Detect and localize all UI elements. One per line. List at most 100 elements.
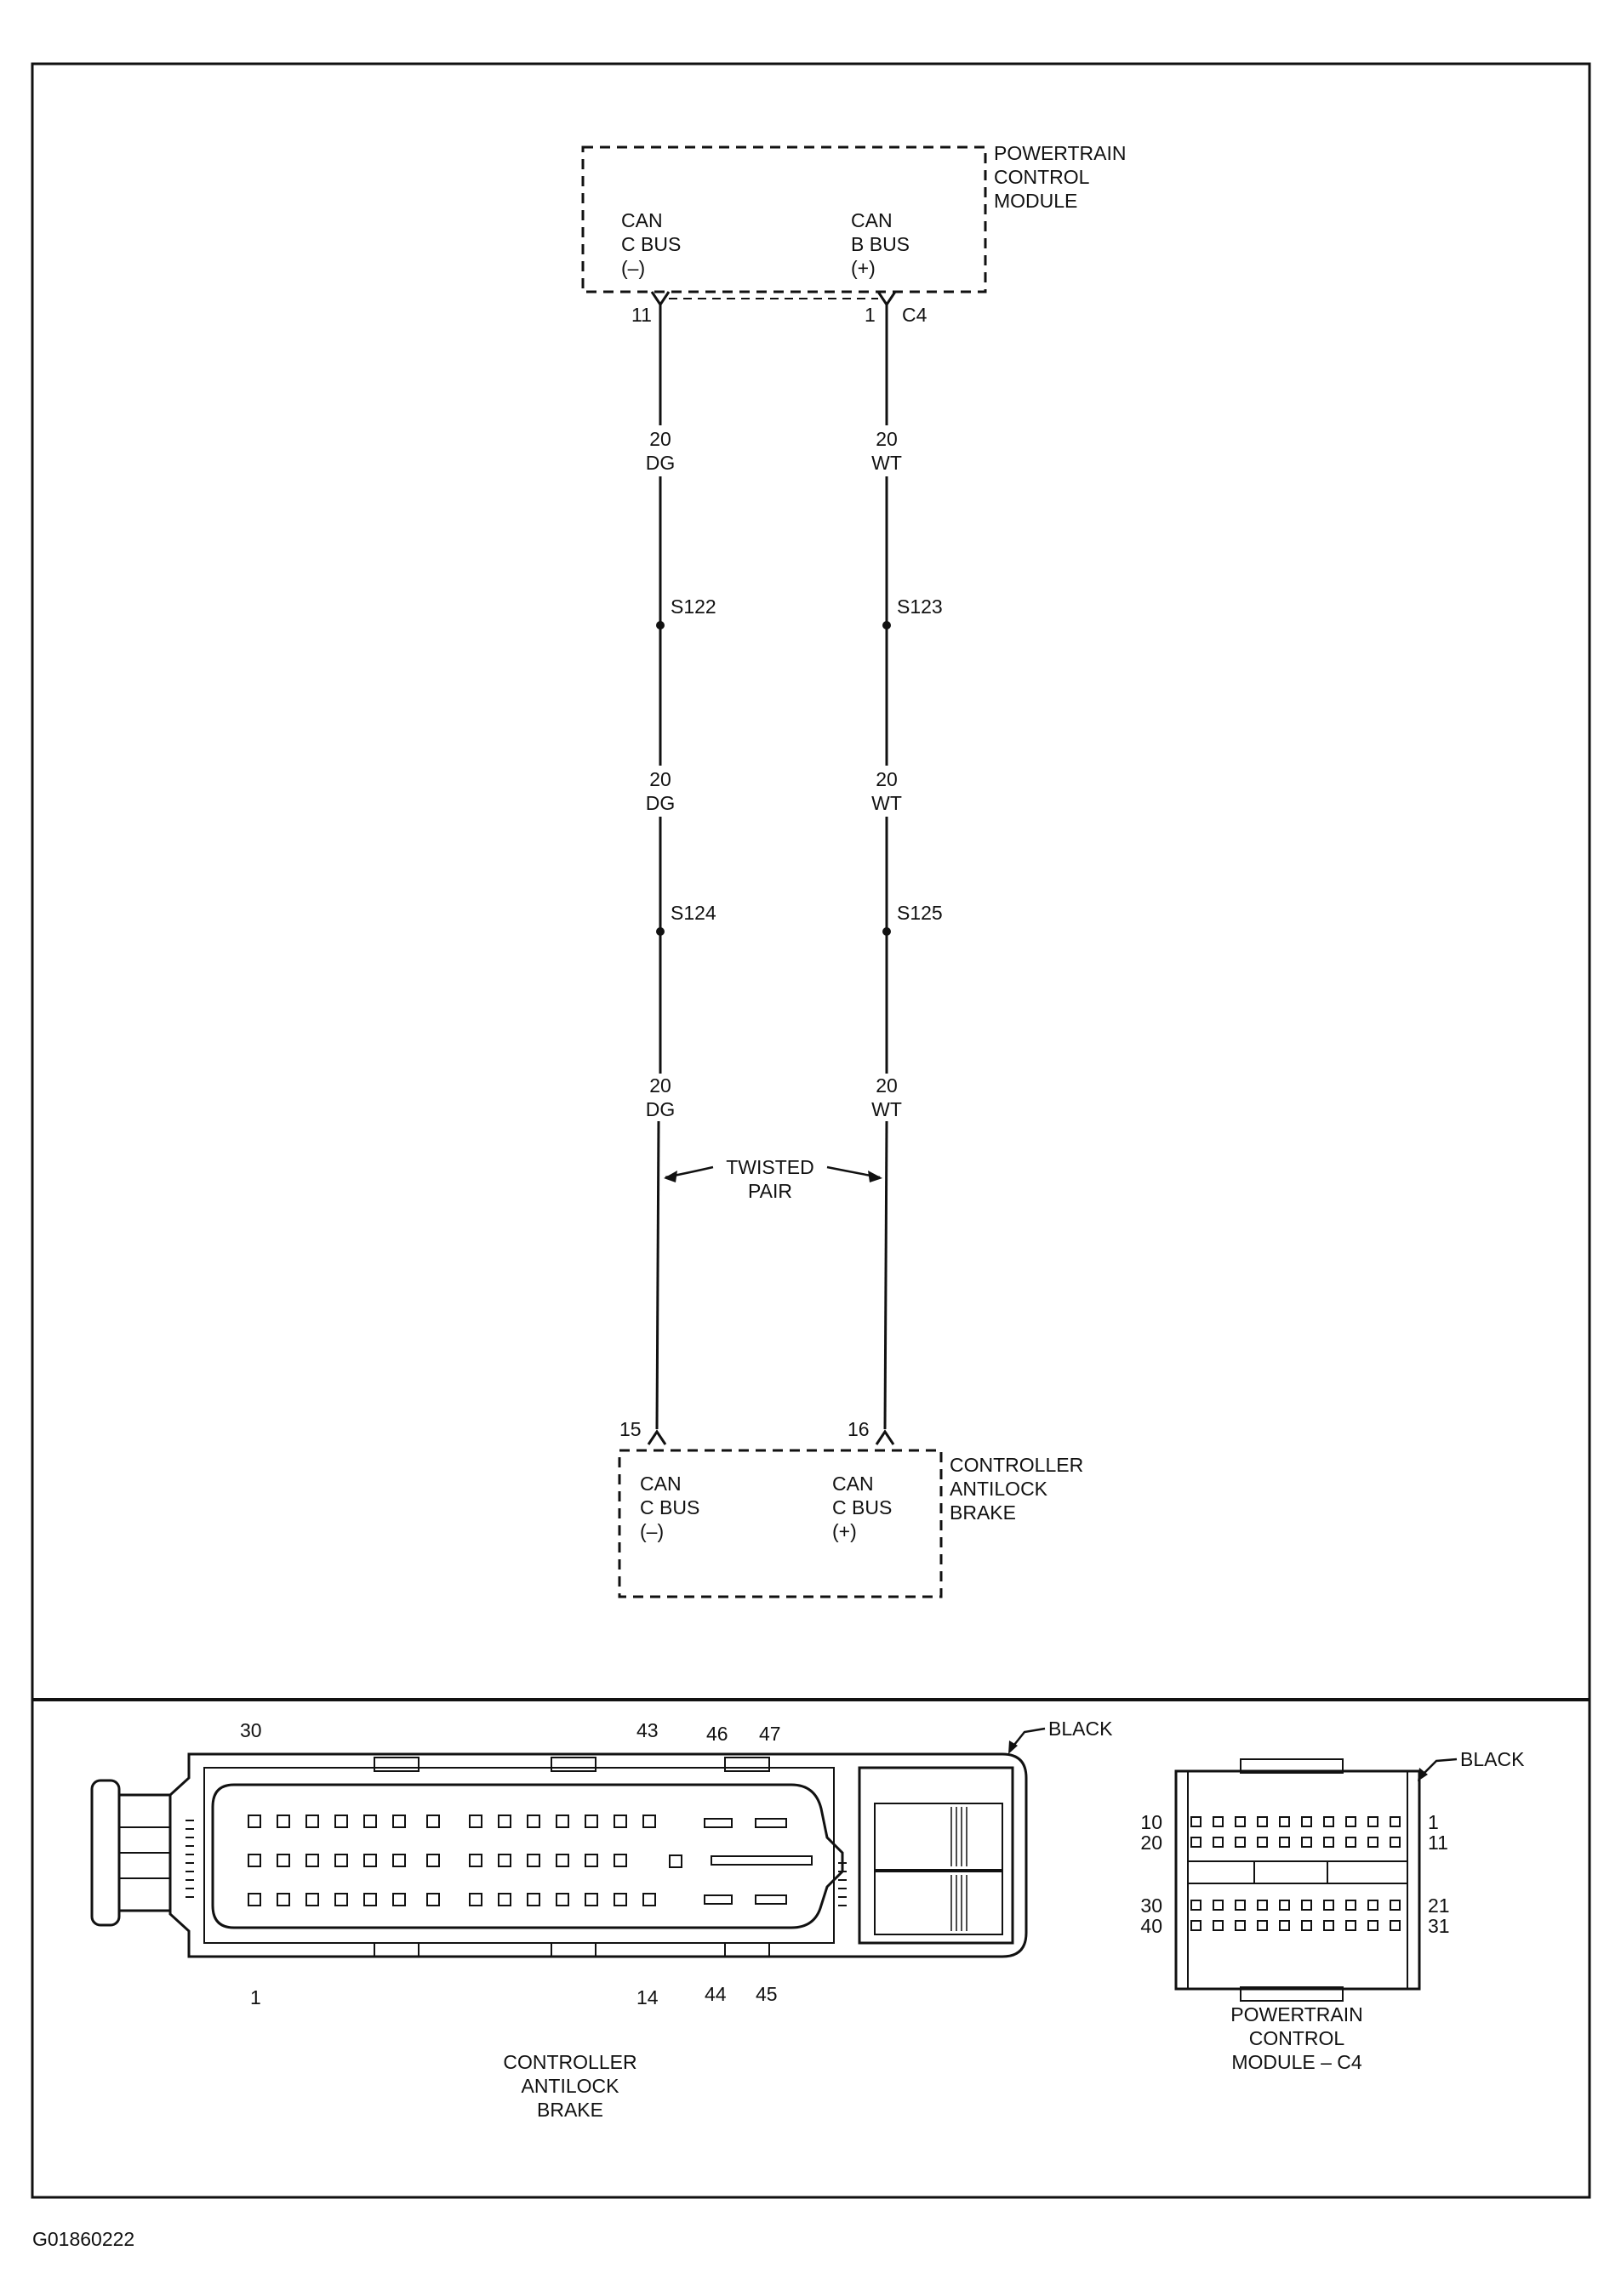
wire-right-label-3-color: WT: [871, 1098, 902, 1120]
pcm-pin-cavity: [1235, 1816, 1246, 1827]
twisted-pair-arrowhead-left: [664, 1171, 677, 1182]
cab-pin-cavity: [498, 1893, 511, 1906]
wire-right-label-3-gauge: 20: [876, 1074, 898, 1097]
cab-pin-cavity: [363, 1854, 377, 1867]
pcm-pin-cavity: [1279, 1900, 1290, 1911]
cab-name-line-1: CONTROLLER: [950, 1454, 1083, 1476]
cab-connector-pin-14: 14: [636, 1986, 659, 2008]
cab-pin-cavity: [248, 1815, 261, 1828]
cab-pin-cavity: [469, 1815, 482, 1828]
pcm-pin-cavity: [1213, 1837, 1224, 1848]
cab-connector-caption-line-1: CONTROLLER: [503, 2051, 636, 2073]
cab-connector-caption-line-2: ANTILOCK: [521, 2075, 619, 2097]
cab-left-terminal-line-2: C BUS: [640, 1496, 699, 1518]
wire-left-label-3-gauge: 20: [649, 1074, 671, 1097]
pcm-pin-cavity: [1190, 1837, 1201, 1848]
wire-right-label-2-color: WT: [871, 792, 902, 814]
cab-pin-cavity: [614, 1893, 627, 1906]
pcm-connector-divider: [1187, 1860, 1408, 1884]
cab-pin-cavity: [498, 1815, 511, 1828]
pcm-pin-cavity: [1367, 1837, 1378, 1848]
wire-right-segment-4: [883, 1120, 888, 1430]
wire-left-segment-4: [655, 1120, 660, 1430]
pcm-connector-color: BLACK: [1460, 1748, 1525, 1770]
cab-connector-key: [724, 1757, 770, 1772]
pcm-connector-housing: [1174, 1769, 1421, 1991]
cab-pin-cavity: [305, 1815, 319, 1828]
pcm-pin-cavity: [1235, 1900, 1246, 1911]
cab-connector-color-leader: [1010, 1727, 1046, 1750]
pcm-pin-cavity: [1323, 1837, 1334, 1848]
cab-pin-left: 15: [619, 1418, 642, 1440]
cab-connector-key: [724, 1942, 770, 1957]
cab-pin-cavity: [585, 1893, 598, 1906]
pcm-connector-id: C4: [902, 304, 928, 326]
cab-pin-cavity: [334, 1854, 348, 1867]
cab-connector-pin-45: 45: [756, 1983, 778, 2005]
cab-pin-cavity-wide: [711, 1855, 813, 1866]
pcm-pin-cavity: [1257, 1837, 1268, 1848]
pcm-connector-caption-line-2: CONTROL: [1249, 2027, 1345, 2049]
pcm-connector-pin-40: 40: [1140, 1915, 1162, 1937]
splice-left-2: S124: [671, 902, 716, 924]
cab-connector-pin-43: 43: [636, 1719, 659, 1741]
wire-left-label-2-color: DG: [646, 792, 676, 814]
cab-connector-ribs: [186, 1820, 847, 1906]
pcm-pin-cavity: [1345, 1920, 1356, 1931]
pcm-pin-left: 11: [631, 304, 652, 326]
wire-right-label-2-gauge: 20: [876, 768, 898, 790]
pcm-connector-pin-grid: [1190, 1816, 1401, 1931]
cab-name-line-3: BRAKE: [950, 1501, 1016, 1524]
cab-pin-cavity: [527, 1815, 540, 1828]
cab-connector-color-arrowhead: [1008, 1741, 1018, 1754]
pcm-pin-cavity: [1345, 1900, 1356, 1911]
cab-connector-pin-47: 47: [759, 1723, 781, 1745]
cab-pin-cavity: [392, 1815, 406, 1828]
pcm-pin-cavity: [1301, 1816, 1312, 1827]
cab-right-terminal-line-2: C BUS: [832, 1496, 892, 1518]
pcm-left-terminal-line-1: CAN: [621, 209, 663, 231]
splice-right-2-dot: [882, 927, 891, 936]
cab-connector-key: [374, 1942, 420, 1957]
twisted-pair-label-line-1: TWISTED: [726, 1156, 814, 1178]
cab-connector-latch: [90, 1779, 121, 1927]
cab-pin-cavity: [556, 1893, 569, 1906]
pcm-pin-cavity: [1367, 1900, 1378, 1911]
pcm-pin-right-symbol: [876, 291, 897, 307]
pcm-pin-cavity: [1323, 1816, 1334, 1827]
pcm-pin-cavity: [1213, 1900, 1224, 1911]
pcm-connector-key-top: [1240, 1758, 1344, 1774]
pcm-pin-cavity: [1390, 1837, 1401, 1848]
cab-pin-cavity: [527, 1893, 540, 1906]
pcm-pin-cavity: [1235, 1920, 1246, 1931]
pcm-pin-cavity: [1323, 1900, 1334, 1911]
cab-pin-cavity: [305, 1893, 319, 1906]
twisted-pair-label-line-2: PAIR: [748, 1180, 792, 1202]
pcm-pin-cavity: [1345, 1816, 1356, 1827]
splice-left-2-dot: [656, 927, 665, 936]
splice-left-1-dot: [656, 621, 665, 630]
splice-right-1-dot: [882, 621, 891, 630]
pcm-connector-caption-line-3: MODULE – C4: [1231, 2051, 1362, 2073]
pcm-name-line-1: POWERTRAIN: [994, 142, 1126, 164]
cab-pin-right: 16: [848, 1418, 870, 1440]
cab-pin-cavity-wide: [704, 1818, 733, 1828]
cab-pin-cavity: [669, 1854, 682, 1868]
cab-pin-cavity-wide: [704, 1894, 733, 1905]
pcm-pin-cavity: [1390, 1900, 1401, 1911]
pcm-connector-pin-1: 1: [1428, 1811, 1439, 1833]
cab-connector-caption-line-3: BRAKE: [537, 2099, 603, 2121]
twisted-pair-arrowhead-right: [868, 1171, 882, 1182]
cab-right-terminal-line-1: CAN: [832, 1473, 874, 1495]
pcm-pin-cavity: [1367, 1920, 1378, 1931]
cab-connector-pin-44: 44: [705, 1983, 727, 2005]
cab-pin-cavity: [392, 1893, 406, 1906]
splice-left-1: S122: [671, 595, 716, 618]
splice-right-1: S123: [897, 595, 943, 618]
cab-connector-pin-46: 46: [706, 1723, 728, 1745]
cab-pin-cavity: [614, 1854, 627, 1867]
pcm-pin-cavity: [1279, 1920, 1290, 1931]
pcm-connector-color-leader: [1420, 1758, 1458, 1777]
pcm-pin-cavity: [1390, 1816, 1401, 1827]
cab-pin-cavity: [248, 1854, 261, 1867]
